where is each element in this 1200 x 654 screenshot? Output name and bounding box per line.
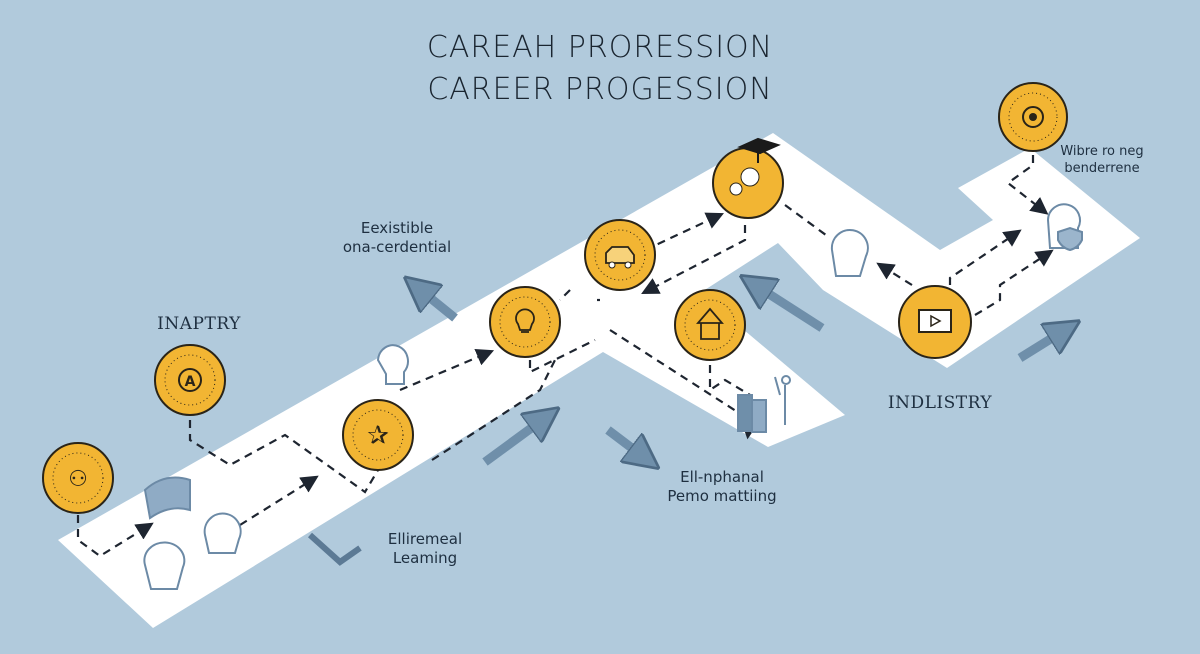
label-eexistible: Eexistible ona-cerdential xyxy=(343,219,451,257)
arrow-icon xyxy=(755,285,825,332)
label-ellnphanal: Ell-nphanal Pemo mattiing xyxy=(667,468,776,506)
path-floor xyxy=(58,133,1140,628)
label-line: Ell-nphanal xyxy=(680,468,764,486)
person-head-icon xyxy=(203,512,242,554)
title-line-2: CAREER PROGESSION xyxy=(427,72,773,107)
label-line: Leaming xyxy=(392,549,458,567)
badge-vehicle[interactable] xyxy=(584,219,656,291)
label-line: Eexistible xyxy=(360,219,434,237)
label-industry: INDLISTRY xyxy=(887,393,993,413)
vehicle-icon xyxy=(605,246,635,264)
books-icon xyxy=(737,394,753,432)
tools-star-icon: ✰ xyxy=(367,421,389,451)
arrow-icon xyxy=(418,288,458,322)
title-line-1: CAREAH PRORESSION xyxy=(426,30,774,65)
lightbulb-icon xyxy=(515,308,535,333)
label-line: ona-cerdential xyxy=(342,238,452,256)
badges: ⚇ A ✰ xyxy=(42,82,1068,514)
building-icon xyxy=(696,307,724,340)
person-head-icon xyxy=(376,344,409,385)
direction-arrows xyxy=(418,285,1065,462)
person-head-icon xyxy=(143,541,186,590)
video-icon xyxy=(918,309,952,333)
gear-icon xyxy=(1022,106,1044,128)
meeting-icon: ⚇ xyxy=(68,467,88,492)
person-standing-icon xyxy=(774,376,786,425)
arrow-icon xyxy=(1017,330,1065,362)
arrow-icon xyxy=(605,426,645,458)
arrow-icon xyxy=(482,418,545,466)
dashed-connectors xyxy=(76,155,1054,558)
label-line: Elliremeal xyxy=(387,530,463,548)
label-line: Wibre ro neg xyxy=(1060,144,1144,159)
label-elliremeal: Elliremeal Leaming xyxy=(388,530,462,568)
badge-building[interactable] xyxy=(674,289,746,361)
badge-lightbulb[interactable] xyxy=(489,286,561,358)
badge-graduation[interactable] xyxy=(712,137,784,219)
label-inaptry: INAPTRY xyxy=(157,314,241,334)
badge-tools[interactable]: ✰ xyxy=(342,399,414,471)
chevron-arrow-icon xyxy=(307,532,362,566)
label-line: benderrene xyxy=(1064,161,1140,176)
document-icon xyxy=(143,476,191,520)
badge-video[interactable] xyxy=(898,285,972,359)
person-head-icon xyxy=(830,229,869,277)
badge-meeting[interactable]: ⚇ xyxy=(42,442,114,514)
label-line: Pemo mattiing xyxy=(667,487,777,505)
badge-gear[interactable] xyxy=(998,82,1068,152)
badge-award[interactable]: A xyxy=(154,344,226,416)
shield-icon xyxy=(1057,226,1083,252)
award-icon: A xyxy=(185,374,196,390)
label-wibre: Wibre ro neg benderrene xyxy=(1060,143,1143,177)
graduation-cap-icon xyxy=(737,137,781,163)
